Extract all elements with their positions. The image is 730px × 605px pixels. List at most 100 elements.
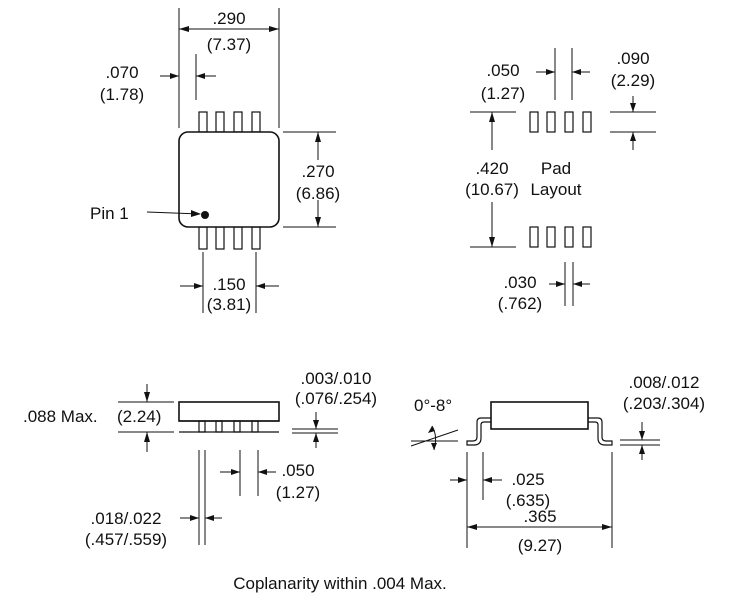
- overall-mm-label: (9.27): [518, 536, 562, 555]
- end-body: [490, 401, 589, 430]
- pad-layout-subtitle: Layout: [530, 180, 581, 199]
- lead-offset-mm-label: (1.78): [100, 85, 144, 104]
- foot-mm-label: (.635): [506, 491, 550, 510]
- lead-offset-in-label: .070: [105, 63, 138, 82]
- row-span-in-label: .420: [475, 159, 508, 178]
- pad-bottom-2: [546, 226, 556, 248]
- arrow: [315, 132, 321, 142]
- arrow: [231, 469, 240, 475]
- lead-span-in-label: .150: [212, 275, 245, 294]
- arrow: [205, 515, 214, 521]
- arrow: [572, 69, 581, 75]
- arrow: [170, 73, 179, 79]
- pad-top-4: [582, 111, 592, 133]
- bottom-lead-2: [215, 226, 225, 250]
- right-lead: [588, 417, 613, 446]
- side-view: .088 Max. (2.24) .003/.010 (.076/.254) .…: [23, 369, 377, 549]
- arrow: [556, 281, 565, 287]
- height-in-label: .270: [301, 162, 334, 181]
- angle-tilt-line: [410, 429, 459, 447]
- foot-in-label: .025: [511, 470, 544, 489]
- arrow: [489, 237, 495, 247]
- arrow: [467, 524, 477, 530]
- arrow: [630, 132, 636, 141]
- arrow: [428, 426, 435, 433]
- top-view: .290 (7.37) .070 (1.78) .270 (6.86) Pin …: [90, 8, 340, 314]
- pad-bottom-1: [529, 226, 539, 248]
- arrow: [258, 469, 267, 475]
- arrow: [639, 445, 645, 454]
- arrow: [191, 210, 201, 217]
- side-lead-3: [233, 420, 241, 433]
- pad-bottom-4: [582, 226, 592, 248]
- bottom-lead-4: [251, 226, 261, 250]
- top-lead-4: [251, 111, 261, 133]
- pad-width-mm-label: (.762): [498, 294, 542, 313]
- width-in-label: .290: [212, 9, 245, 28]
- arrow: [190, 515, 199, 521]
- arrow: [144, 432, 150, 442]
- arrow: [546, 69, 555, 75]
- arrow: [431, 443, 437, 450]
- pad-pitch-mm-label: (1.27): [481, 84, 525, 103]
- side-lead-1: [198, 420, 206, 433]
- package-body: [178, 131, 280, 228]
- lead-width-mm-label: (.457/.559): [85, 530, 167, 549]
- angle-label: 0°-8°: [414, 396, 452, 415]
- standoff-mm-label: (.076/.254): [295, 389, 377, 408]
- pad-top-3: [564, 111, 574, 133]
- bottom-lead-3: [233, 226, 243, 250]
- pin1-dot: [201, 211, 209, 219]
- row-span-mm-label: (10.67): [465, 180, 519, 199]
- end-view: 0°-8° .008/.012 (.203/.304) .025 (.635) …: [410, 373, 705, 555]
- pad-top-1: [529, 111, 539, 133]
- arrow: [179, 26, 189, 32]
- side-body: [178, 401, 280, 422]
- arrow: [256, 283, 265, 289]
- arrow: [315, 217, 321, 227]
- arrow: [458, 477, 467, 483]
- side-pitch-mm-label: (1.27): [276, 483, 320, 502]
- top-lead-3: [233, 111, 243, 133]
- arrow: [313, 420, 319, 429]
- left-lead: [466, 417, 491, 446]
- arrow: [196, 73, 205, 79]
- arrow: [483, 477, 492, 483]
- arrow: [489, 112, 495, 122]
- arrow: [194, 283, 203, 289]
- max-height-label: .088 Max.: [23, 407, 98, 426]
- lead-span-mm-label: (3.81): [207, 295, 251, 314]
- height-mm-label: (6.86): [296, 184, 340, 203]
- pad-pitch-in-label: .050: [486, 61, 519, 80]
- arrow: [313, 433, 319, 442]
- arrow: [630, 103, 636, 112]
- bottom-lead-1: [198, 226, 208, 250]
- max-height-mm-label: (2.24): [117, 407, 161, 426]
- coplanarity-note: Coplanarity within .004 Max.: [233, 574, 447, 593]
- pad-bottom-3: [564, 226, 574, 248]
- arrow: [573, 281, 582, 287]
- side-pitch-in-label: .050: [281, 461, 314, 480]
- arrow: [144, 392, 150, 402]
- pad-width-in-label: .030: [503, 273, 536, 292]
- overall-in-label: .365: [523, 507, 556, 526]
- standoff-in-label: .003/.010: [301, 369, 372, 388]
- side-lead-2: [215, 420, 223, 433]
- arrow: [639, 431, 645, 440]
- pad-layout-title: Pad: [541, 159, 571, 178]
- top-lead-1: [198, 111, 208, 133]
- arrow: [602, 524, 612, 530]
- width-mm-label: (7.37): [207, 35, 251, 54]
- side-lead-4: [251, 420, 259, 433]
- pad-top-2: [546, 111, 556, 133]
- pad-length-mm-label: (2.29): [611, 71, 655, 90]
- lead-thickness-mm-label: (.203/.304): [623, 394, 705, 413]
- pin1-label: Pin 1: [90, 204, 129, 223]
- lead-width-in-label: .018/.022: [91, 509, 162, 528]
- top-lead-2: [215, 111, 225, 133]
- pad-layout: Pad Layout .050 (1.27) .090 (2.29) .420 …: [465, 48, 656, 313]
- arrow: [269, 26, 279, 32]
- lead-thickness-in-label: .008/.012: [629, 373, 700, 392]
